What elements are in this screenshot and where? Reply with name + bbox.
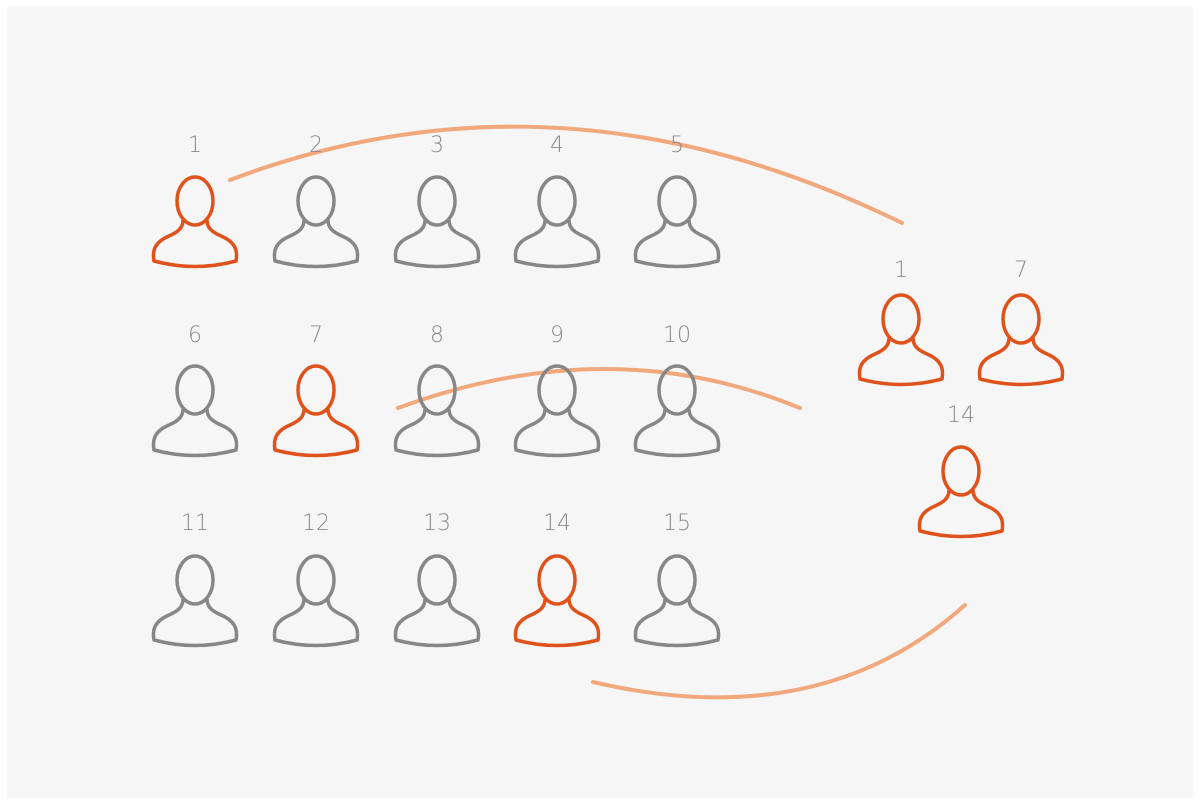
sample-person: 1: [857, 258, 945, 387]
person-number: 7: [309, 323, 323, 348]
person-number: 15: [663, 511, 691, 536]
arc-7-to-sample: [396, 367, 802, 410]
person-icon: [393, 175, 481, 269]
person-number: 3: [430, 133, 444, 158]
person-number: 13: [423, 511, 451, 536]
sample-person: 7: [977, 258, 1065, 387]
person-icon: [272, 175, 360, 269]
person-number: 5: [670, 133, 684, 158]
person-icon: [272, 554, 360, 648]
person: 2: [272, 133, 360, 269]
person-selected: 14: [513, 511, 601, 648]
person-number: 8: [430, 323, 444, 348]
person: 5: [633, 133, 721, 269]
person: 4: [513, 133, 601, 269]
person-icon: [151, 175, 239, 269]
person-number: 11: [181, 511, 209, 536]
arcs: [228, 124, 967, 700]
person-icon: [272, 364, 360, 458]
person-number: 10: [663, 323, 691, 348]
arc-14-to-sample: [591, 603, 967, 700]
person-number: 6: [188, 323, 202, 348]
person-number: 7: [1014, 258, 1028, 283]
person: 12: [272, 511, 360, 648]
person-icon: [633, 175, 721, 269]
person: 9: [513, 323, 601, 458]
person-number: 14: [543, 511, 571, 536]
sample-person: 14: [917, 403, 1005, 539]
person-number: 1: [894, 258, 908, 283]
person: 11: [151, 511, 239, 648]
person-icon: [513, 554, 601, 648]
person-icon: [857, 293, 945, 387]
person: 10: [633, 323, 721, 458]
arc-1-to-sample: [228, 124, 904, 225]
person-icon: [633, 554, 721, 648]
person-selected: 1: [151, 133, 239, 269]
person: 8: [393, 323, 481, 458]
person-icon: [917, 445, 1005, 539]
person: 6: [151, 323, 239, 458]
person-icon: [151, 554, 239, 648]
person: 15: [633, 511, 721, 648]
person-number: 14: [947, 403, 975, 428]
person-number: 9: [550, 323, 564, 348]
person-icon: [393, 364, 481, 458]
person-number: 12: [302, 511, 330, 536]
person: 13: [393, 511, 481, 648]
diagram-canvas: [7, 6, 1193, 798]
person-icon: [513, 175, 601, 269]
person-number: 1: [188, 133, 202, 158]
person-selected: 7: [272, 323, 360, 458]
person-icon: [513, 364, 601, 458]
person-icon: [977, 293, 1065, 387]
person-number: 4: [550, 133, 564, 158]
person-icon: [393, 554, 481, 648]
person-number: 2: [309, 133, 323, 158]
person-icon: [633, 364, 721, 458]
person: 3: [393, 133, 481, 269]
person-icon: [151, 364, 239, 458]
